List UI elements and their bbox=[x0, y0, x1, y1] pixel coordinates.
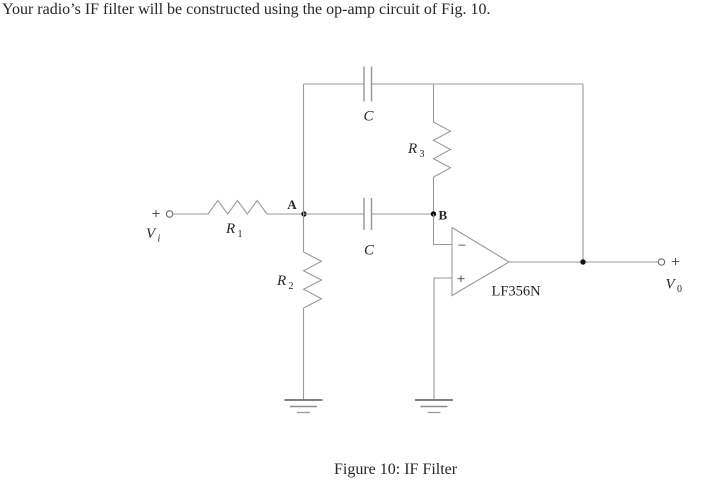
input-plus-sign: + bbox=[151, 206, 160, 223]
capacitor-top-label: C bbox=[363, 109, 374, 125]
r2-subscript: 2 bbox=[289, 281, 294, 292]
opamp-plus-sign: + bbox=[457, 272, 465, 288]
r2-label: R bbox=[276, 273, 286, 289]
resistor-r3 bbox=[432, 121, 452, 178]
wire-b-to-inverting-input bbox=[432, 214, 452, 246]
vo-subscript: 0 bbox=[677, 284, 682, 295]
ground-symbol-left bbox=[284, 399, 323, 414]
output-terminal-icon bbox=[657, 258, 666, 266]
node-b-label: B bbox=[439, 208, 448, 223]
r3-label: R bbox=[407, 141, 417, 157]
intro-text: Your radio’s IF filter will be construct… bbox=[2, 1, 491, 18]
opamp-triangle bbox=[451, 226, 511, 297]
resistor-r1 bbox=[207, 199, 268, 215]
resistor-r2 bbox=[302, 251, 323, 309]
input-terminal-icon bbox=[165, 210, 174, 218]
opamp-minus-sign: − bbox=[458, 238, 466, 254]
vo-label: V bbox=[666, 277, 677, 293]
output-node-dot bbox=[580, 259, 586, 265]
vi-label: V bbox=[146, 226, 157, 242]
ground-symbol-right bbox=[415, 399, 453, 414]
r1-label: R bbox=[225, 221, 235, 237]
wire-noninverting-to-ground bbox=[433, 277, 452, 400]
r1-subscript: 1 bbox=[238, 229, 243, 240]
r3-subscript: 3 bbox=[420, 149, 425, 160]
node-a-label: A bbox=[287, 197, 297, 212]
capacitor-mid-label: C bbox=[364, 243, 375, 259]
figure-caption: Figure 10: IF Filter bbox=[334, 461, 458, 478]
vi-subscript: i bbox=[158, 234, 161, 245]
output-plus-sign: + bbox=[671, 254, 680, 271]
opamp-part-number: LF356N bbox=[492, 284, 542, 300]
